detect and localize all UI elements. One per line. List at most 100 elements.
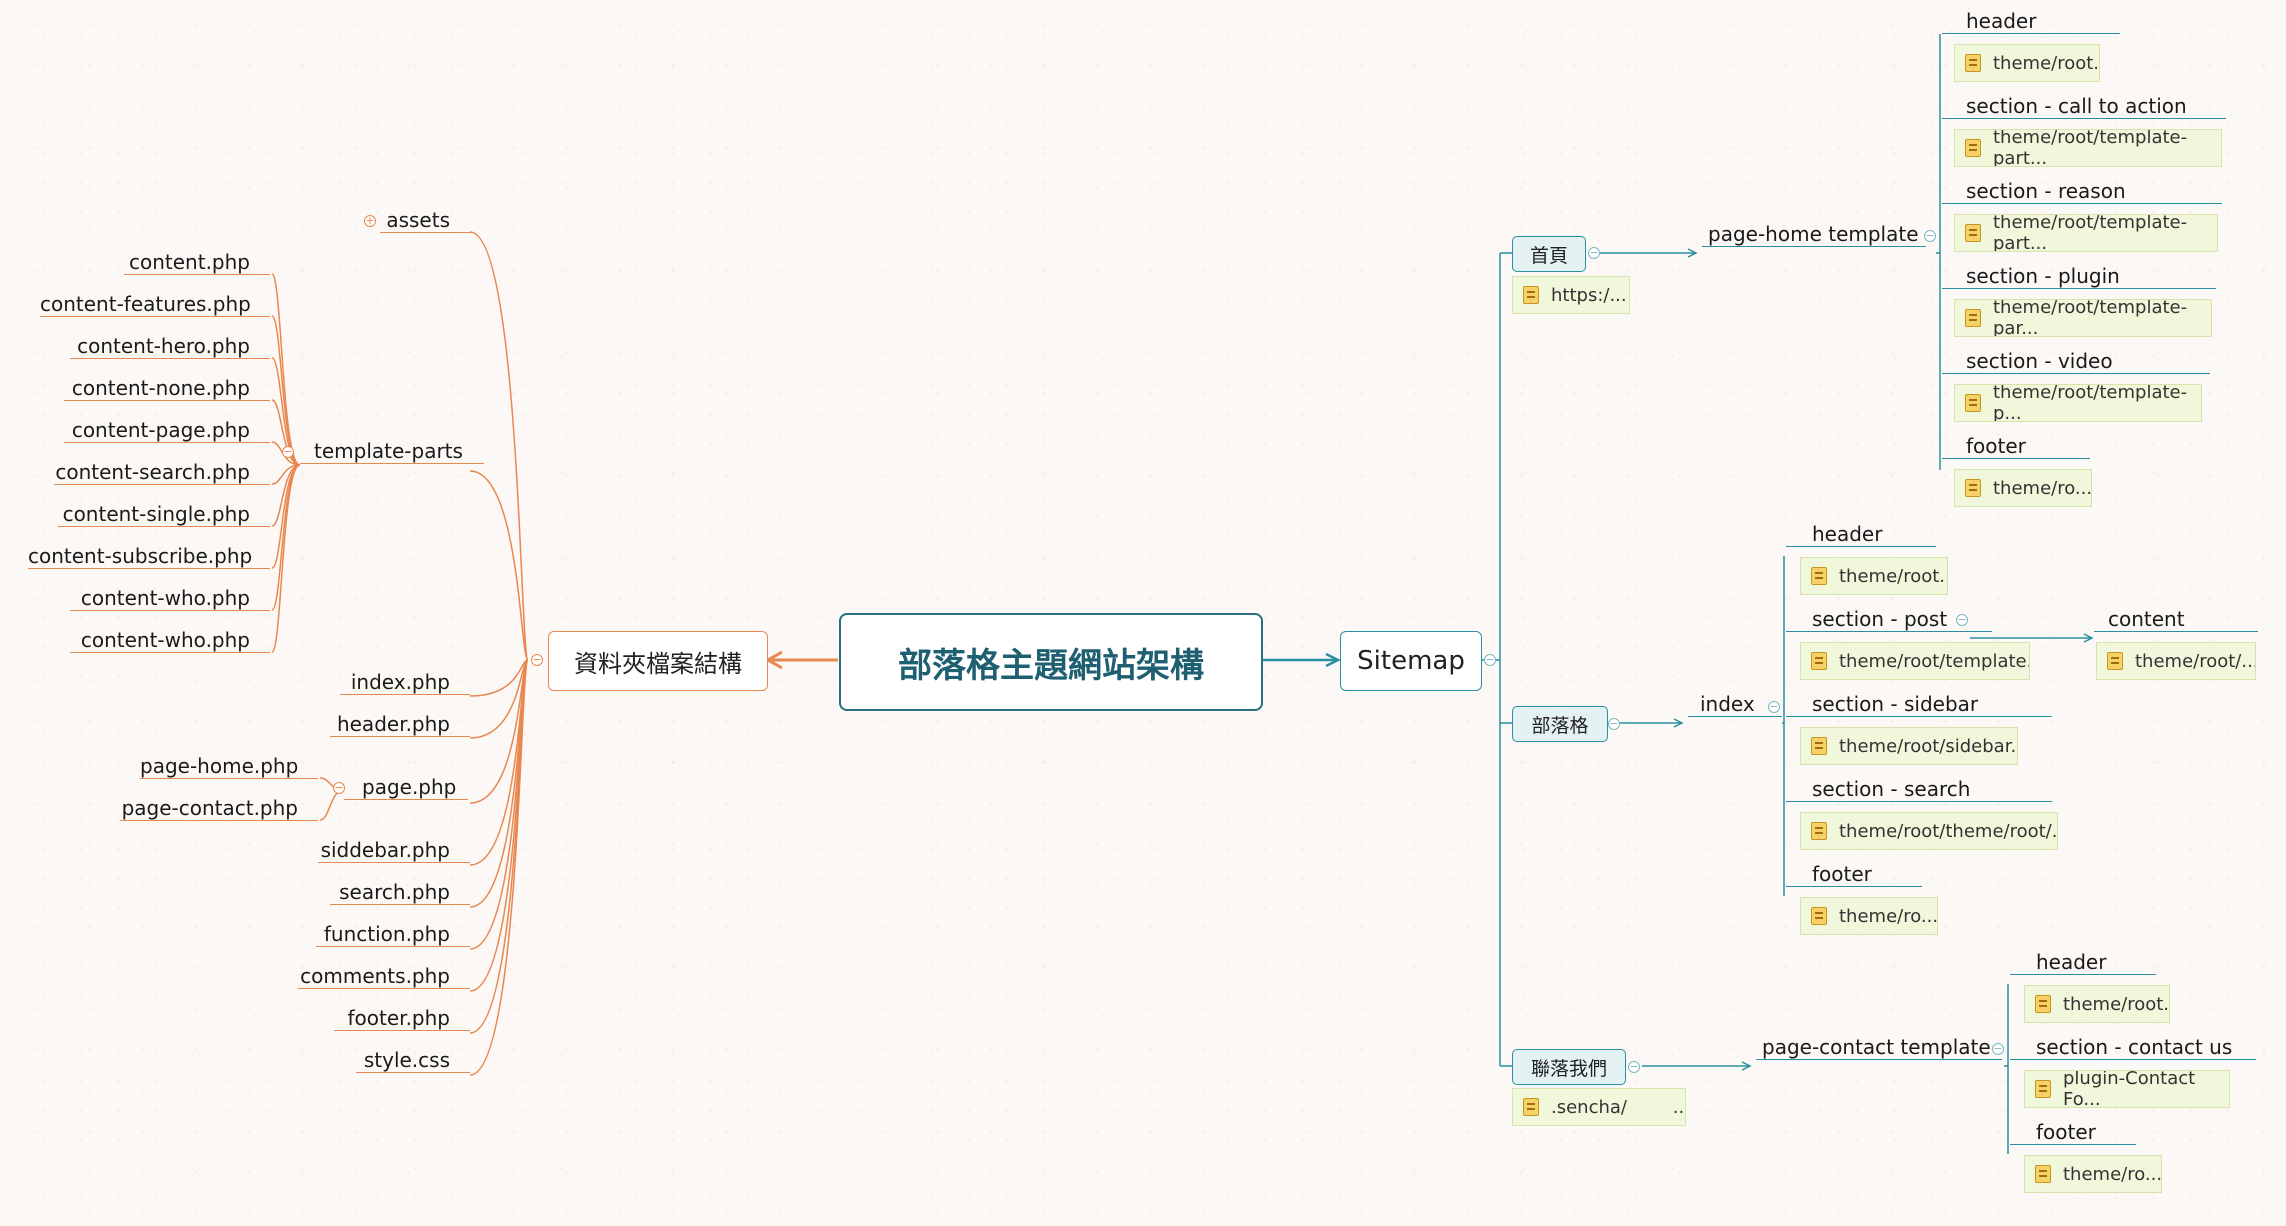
template-parts-child-connector [271,464,301,653]
blog-section-footer-note[interactable]: theme/ro... [1800,897,1938,935]
topic-page[interactable]: page.php [344,775,468,800]
file-index[interactable]: index.php [340,670,470,695]
home-section-plugin-note[interactable]: theme/root/template-par... [1954,299,2212,337]
blog-section-post-note[interactable]: theme/root/template... [1800,642,2030,680]
sitemap-collapse-button[interactable]: − [1484,653,1496,666]
file-search[interactable]: search.php [330,880,470,905]
page-contact-template-topic[interactable]: page-contact template [1756,1035,2002,1060]
contact-note[interactable]: .sencha/ ... [1512,1088,1686,1126]
home-section-video[interactable]: section - video [1942,349,2210,374]
blog-post-content-note[interactable]: theme/root/... [2096,642,2256,680]
home-collapse-button[interactable]: − [1588,246,1600,259]
note-icon [1965,394,1981,412]
blog-section-footer[interactable]: footer [1786,862,1922,887]
contact-section-contact-us[interactable]: section - contact us [2010,1035,2256,1060]
section-label: footer [1966,434,2026,458]
home-section-footer[interactable]: footer [1942,434,2090,459]
contact-topic[interactable]: 聯落我們 [1512,1049,1626,1085]
blog-section-header-note[interactable]: theme/root... [1800,557,1948,595]
note-text: theme/root/template... [1839,650,2030,672]
blog-post-content[interactable]: content [2094,607,2258,632]
note-text: theme/root... [1993,52,2100,74]
home-note[interactable]: https:/... [1512,276,1630,314]
file-label: content-single.php [62,502,250,526]
section-label: section - reason [1966,179,2126,203]
home-section-header[interactable]: header [1942,9,2120,34]
file-content-page[interactable]: content-page.php [64,418,270,443]
blog-section-post-collapse-button[interactable]: − [1956,613,1968,626]
blog-index-collapse-button[interactable]: − [1768,700,1780,713]
arrow-head [1325,652,1341,668]
blog-collapse-button[interactable]: − [1608,717,1620,730]
template-parts-child-connector [271,399,301,466]
file-content-who-2[interactable]: content-who.php [70,628,270,653]
file-content-hero[interactable]: content-hero.php [70,334,270,359]
contact-section-header-note[interactable]: theme/root... [2024,985,2170,1023]
contact-section-header[interactable]: header [2010,950,2156,975]
contact-section-footer[interactable]: footer [2010,1120,2136,1145]
file-function[interactable]: function.php [316,922,470,947]
blog-section-sidebar-note[interactable]: theme/root/sidebar... [1800,727,2018,765]
file-style[interactable]: style.css [356,1048,470,1073]
home-section-plugin[interactable]: section - plugin [1942,264,2216,289]
home-topic[interactable]: 首頁 [1512,236,1586,272]
file-comments[interactable]: comments.php [298,964,470,989]
page-collapse-button[interactable]: − [333,781,345,794]
note-icon [2035,1080,2051,1098]
template-parts-collapse-button[interactable]: − [282,445,294,458]
note-icon [1523,1098,1539,1116]
page-home-template-topic[interactable]: page-home template [1702,222,1926,247]
home-section-video-note[interactable]: theme/root/template-p... [1954,384,2202,422]
home-section-footer-note[interactable]: theme/ro... [1954,469,2092,507]
file-label: header.php [336,712,450,736]
file-content-who[interactable]: content-who.php [70,586,270,611]
section-label: header [1966,9,2037,33]
file-content-single[interactable]: content-single.php [58,502,270,527]
home-section-reason[interactable]: section - reason [1942,179,2222,204]
file-content-features[interactable]: content-features.php [40,292,270,317]
file-page-home[interactable]: page-home.php [140,754,318,779]
page-label: page.php [362,775,457,799]
folder-structure-topic[interactable]: 資料夾檔案結構 [548,631,768,691]
note-icon [1811,907,1827,925]
section-label: footer [1812,862,1872,886]
page-contact-template-collapse-button[interactable]: − [1992,1042,2004,1055]
blog-section-header[interactable]: header [1786,522,1936,547]
file-content[interactable]: content.php [124,250,270,275]
topic-template-parts[interactable]: template-parts [300,439,484,464]
home-section-call-to-action-note[interactable]: theme/root/template-part... [1954,129,2222,167]
sitemap-topic[interactable]: Sitemap [1340,631,1482,691]
root-topic[interactable]: 部落格主題網站架構 [839,613,1263,711]
note-icon [2035,995,2051,1013]
file-label: comments.php [300,964,450,988]
file-content-subscribe[interactable]: content-subscribe.php [28,544,270,569]
topic-assets[interactable]: assets [380,208,470,233]
file-siddebar[interactable]: siddebar.php [318,838,470,863]
file-page-contact[interactable]: page-contact.php [120,796,318,821]
blog-section-search[interactable]: section - search [1786,777,2052,802]
file-content-search[interactable]: content-search.php [54,460,270,485]
blog-topic[interactable]: 部落格 [1512,706,1608,742]
home-section-header-note[interactable]: theme/root... [1954,44,2100,82]
contact-section-footer-note[interactable]: theme/ro... [2024,1155,2162,1193]
contact-section-contact-us-note[interactable]: plugin-Contact Fo... [2024,1070,2230,1108]
assets-expand-button[interactable]: + [364,214,376,227]
blog-index-topic[interactable]: index [1688,692,1782,717]
home-section-call-to-action[interactable]: section - call to action [1942,94,2226,119]
blog-section-post[interactable]: section - post [1786,607,1992,632]
blog-section-search-note[interactable]: theme/root/theme/root/... [1800,812,2058,850]
file-footer[interactable]: footer.php [334,1006,470,1031]
template-parts-label: template-parts [314,439,463,463]
file-header[interactable]: header.php [330,712,470,737]
blog-section-sidebar[interactable]: section - sidebar [1786,692,2052,717]
contact-collapse-button[interactable]: − [1628,1060,1640,1073]
note-text: theme/root/... [2135,650,2256,672]
file-label: page-contact.php [121,796,298,820]
section-label: section - video [1966,349,2113,373]
page-home-template-collapse-button[interactable]: − [1924,229,1936,242]
home-section-reason-note[interactable]: theme/root/template-part... [1954,214,2218,252]
arrow-head [1673,718,1684,728]
file-content-none[interactable]: content-none.php [64,376,270,401]
folder-structure-collapse-button[interactable]: − [531,653,543,666]
